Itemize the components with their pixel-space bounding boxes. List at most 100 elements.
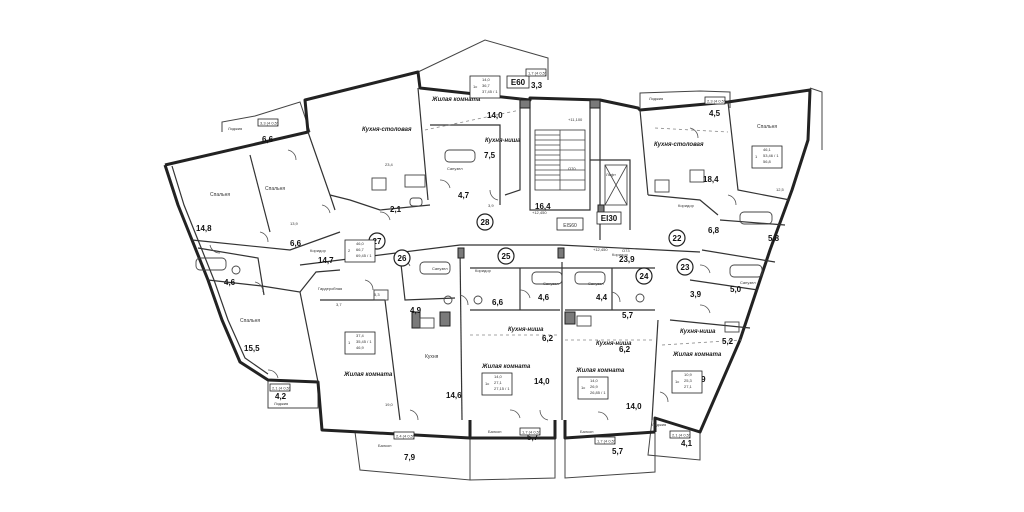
dashed-lines [424, 109, 743, 346]
room-name: Санузел [543, 281, 559, 286]
svg-text:1с: 1с [581, 385, 585, 390]
area-label: 6,6 [290, 239, 302, 248]
svg-text:46,1: 46,1 [763, 147, 772, 152]
room-name: Лоджия [652, 422, 666, 427]
svg-text:1,7 (4 0,5): 1,7 (4 0,5) [528, 71, 547, 76]
svg-text:23: 23 [681, 263, 690, 272]
dim-box: 1,7 (4 0,5) [594, 436, 616, 445]
inner-walls [191, 87, 791, 421]
svg-text:1: 1 [348, 340, 351, 345]
unit-info-boxes: 1с 14,0 36,7 37,45 / 1 2 46,0 66,7 69,45… [344, 75, 783, 400]
balconies [221, 39, 823, 481]
room-name: Санузел [740, 280, 756, 285]
room-name: Санузел [432, 266, 448, 271]
svg-text:1,7 (4 0,5): 1,7 (4 0,5) [597, 439, 616, 444]
svg-text:25,3: 25,3 [684, 378, 693, 383]
room-name: Жилая комната [481, 364, 531, 370]
area-label: 4,4 [596, 293, 608, 302]
svg-text:66,7: 66,7 [356, 247, 365, 252]
area-label: 6,8 [708, 226, 720, 235]
room-name: Санузел [447, 166, 463, 171]
svg-text:3,7: 3,7 [336, 302, 342, 307]
svg-text:37,45 / 1: 37,45 / 1 [482, 89, 498, 94]
dim-box: 2,1 (4 0,5) [269, 383, 291, 392]
room-name: Кухня-столовая [362, 127, 412, 133]
level-marks: +11,100 +12,450 +12,450 О70 О73 [532, 117, 630, 253]
room-name: Кухня-ниша [680, 329, 716, 335]
room-name: Балкон [488, 429, 501, 434]
svg-text:12,5: 12,5 [776, 187, 785, 192]
unit-numbers: 27 26 28 25 24 22 23 [368, 213, 694, 285]
svg-text:EI30: EI30 [601, 214, 618, 223]
room-name: Балкон [580, 429, 593, 434]
area-label: 16,4 [535, 202, 551, 211]
unit-info-right: 1 46,1 53,46 / 1 56,8 [751, 145, 783, 169]
svg-text:2,1 (4 0,5): 2,1 (4 0,5) [672, 433, 691, 438]
svg-text:2,1 (4 0,5): 2,1 (4 0,5) [272, 386, 291, 391]
area-label: 15,5 [244, 344, 260, 353]
svg-text:10,9: 10,9 [684, 372, 693, 377]
tag-eis60: EIS60 [556, 217, 584, 231]
dim-box: 2,1 (4 0,5) [669, 430, 691, 439]
svg-text:69,45 / 1: 69,45 / 1 [356, 253, 372, 258]
room-name: Лоджия [649, 96, 663, 101]
unit-number-22: 22 [668, 229, 686, 247]
area-label: 14,7 [318, 256, 334, 265]
area-label: 4,5 [709, 109, 721, 118]
svg-text:36,7: 36,7 [482, 83, 491, 88]
svg-text:27: 27 [373, 237, 382, 246]
room-name: Санузел [588, 281, 604, 286]
unit-number-25: 25 [497, 247, 515, 265]
unit-info-top: 1с 14,0 36,7 37,45 / 1 [469, 75, 501, 99]
unit-number-24: 24 [635, 267, 653, 285]
area-label: 18,4 [703, 175, 719, 184]
svg-text:E60: E60 [511, 78, 526, 87]
svg-text:27,1: 27,1 [494, 380, 503, 385]
svg-text:3,9: 3,9 [488, 203, 494, 208]
room-name: Кухня-ниша [485, 138, 521, 144]
area-label: 5,7 [527, 433, 539, 442]
unit-info-mid1: 1с 14,0 27,1 27,15 / 1 [481, 372, 513, 396]
area-label: 5,7 [612, 447, 624, 456]
svg-text:46,9: 46,9 [356, 345, 365, 350]
svg-text:2,4 (4 0,5): 2,4 (4 0,5) [396, 434, 415, 439]
room-name: Коридор [612, 252, 629, 257]
room-name: Кухня [425, 354, 439, 360]
svg-text:13,9: 13,9 [290, 221, 299, 226]
svg-text:26,9: 26,9 [590, 384, 599, 389]
dim-box: 3,3 (4 0,5) [257, 118, 279, 127]
area-label: 6,2 [542, 334, 554, 343]
svg-text:14,0: 14,0 [494, 374, 503, 379]
tag-e60: E60 [506, 75, 530, 89]
area-label: 3,9 [690, 290, 702, 299]
svg-text:53,46 / 1: 53,46 / 1 [763, 153, 779, 158]
room-name: Жилая комната [431, 97, 481, 103]
room-name: Коридор [678, 203, 695, 208]
unit-number-26: 26 [393, 249, 411, 267]
svg-text:37,4: 37,4 [356, 333, 365, 338]
area-label: 6,2 [619, 345, 631, 354]
svg-text:1,7 (4 0,5): 1,7 (4 0,5) [522, 430, 541, 435]
svg-text:1: 1 [755, 154, 758, 159]
area-label: 5,0 [730, 285, 742, 294]
level-mark: +12,450 [532, 210, 547, 215]
area-label: 4,7 [458, 191, 470, 200]
area-label: 4,6 [224, 278, 236, 287]
svg-text:56,8: 56,8 [763, 159, 772, 164]
unit-info-mid2: 1с 14,0 26,9 26,85 / 1 [577, 376, 609, 400]
area-label: 5,2 [722, 337, 734, 346]
room-name: Гардеробная [318, 286, 342, 291]
level-mark: +12,450 [593, 247, 608, 252]
room-name: Жилая комната [343, 372, 393, 378]
room-name: Коридор [310, 248, 327, 253]
area-label: 3,3 [531, 81, 543, 90]
unit-info-left: 2 46,0 66,7 69,45 / 1 [344, 239, 376, 263]
svg-text:26: 26 [398, 254, 407, 263]
room-name: Кухня-ниша [596, 341, 632, 347]
room-name: Спальня [757, 124, 777, 130]
area-label: 7,9 [404, 453, 416, 462]
unit-number-28: 28 [476, 213, 494, 231]
area-label: 4,9 [410, 306, 422, 315]
area-label: 6,6 [262, 135, 274, 144]
